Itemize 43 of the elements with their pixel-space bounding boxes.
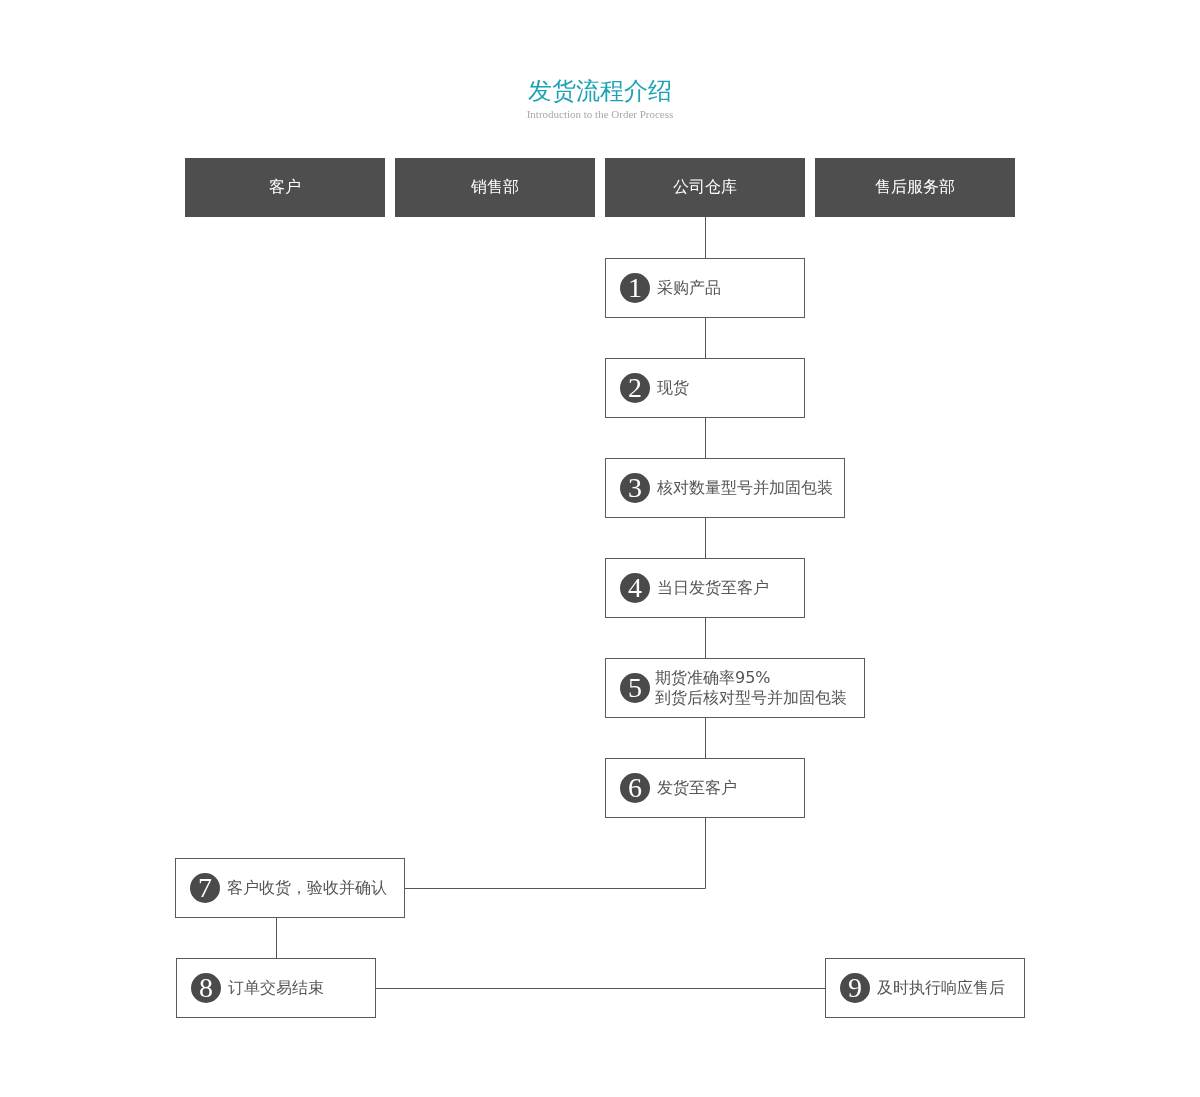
step-text: 采购产品 bbox=[657, 278, 721, 298]
step-text: 及时执行响应售后 bbox=[877, 978, 1005, 998]
step-box bbox=[176, 958, 376, 1018]
column-header: 客户 bbox=[185, 158, 385, 217]
step-text: 期货准确率95% bbox=[655, 668, 771, 688]
step-number: 6 bbox=[620, 773, 650, 803]
step-box bbox=[825, 958, 1025, 1018]
step-text: 核对数量型号并加固包装 bbox=[657, 478, 833, 498]
column-header: 公司仓库 bbox=[605, 158, 805, 217]
column-header: 售后服务部 bbox=[815, 158, 1015, 217]
connector-line bbox=[705, 216, 706, 259]
connector-line bbox=[705, 517, 706, 559]
step-box bbox=[605, 658, 865, 718]
step-text: 到货后核对型号并加固包装 bbox=[655, 688, 847, 708]
column-header: 销售部 bbox=[395, 158, 595, 217]
step-text: 客户收货，验收并确认 bbox=[227, 878, 387, 898]
step-number: 8 bbox=[191, 973, 221, 1003]
connector-line bbox=[705, 717, 706, 759]
subtitle: Introduction to the Order Process bbox=[526, 107, 674, 121]
step-number: 4 bbox=[620, 573, 650, 603]
step-number: 9 bbox=[840, 973, 870, 1003]
connector-line bbox=[375, 988, 826, 989]
connector-line bbox=[404, 817, 706, 889]
connector-line bbox=[705, 417, 706, 459]
step-box bbox=[605, 458, 845, 518]
step-number: 2 bbox=[620, 373, 650, 403]
step-text: 订单交易结束 bbox=[228, 978, 324, 998]
connector-line bbox=[705, 317, 706, 359]
step-text: 当日发货至客户 bbox=[657, 578, 769, 598]
step-box bbox=[605, 258, 805, 318]
step-number: 5 bbox=[620, 673, 650, 703]
step-box bbox=[175, 858, 405, 918]
step-text: 发货至客户 bbox=[657, 778, 737, 798]
step-number: 7 bbox=[190, 873, 220, 903]
step-number: 3 bbox=[620, 473, 650, 503]
diagram-title: 发货流程介绍 bbox=[528, 76, 672, 106]
step-number: 1 bbox=[620, 273, 650, 303]
step-box bbox=[605, 358, 805, 418]
connector-line bbox=[276, 917, 277, 959]
connector-line bbox=[705, 617, 706, 659]
step-box bbox=[605, 758, 805, 818]
step-box bbox=[605, 558, 805, 618]
step-text: 现货 bbox=[657, 378, 689, 398]
